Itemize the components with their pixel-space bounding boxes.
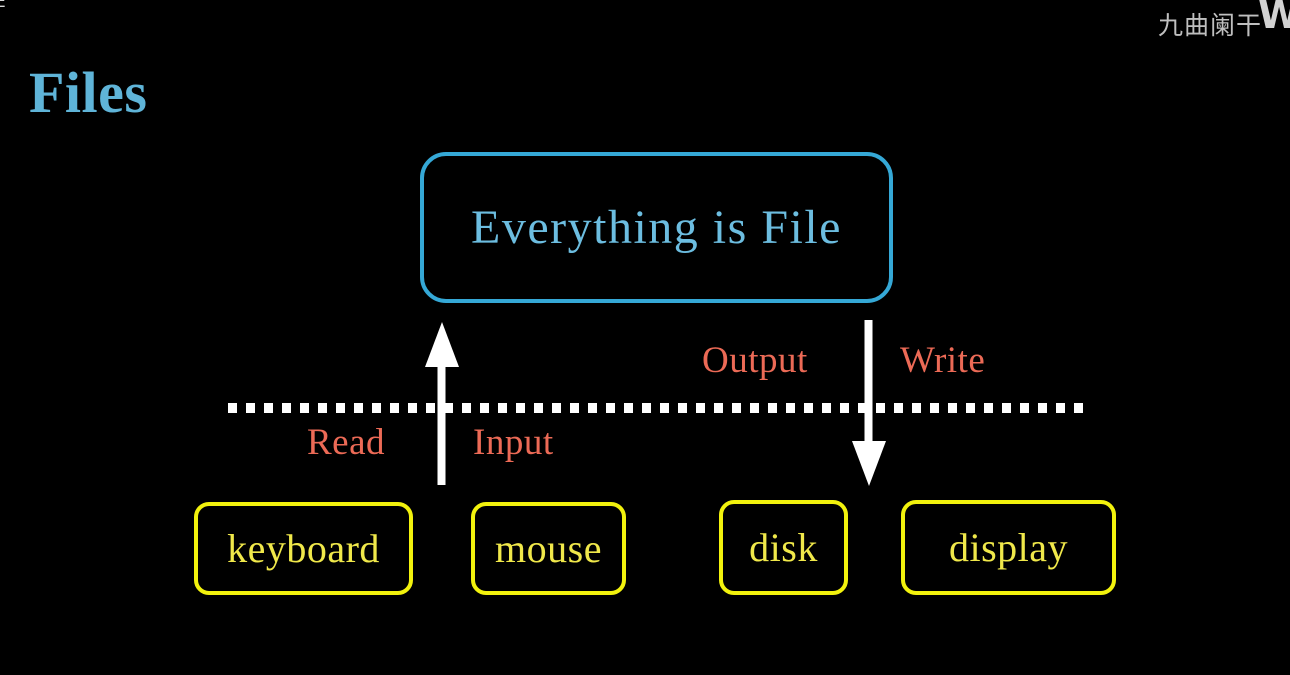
- device-label-keyboard: keyboard: [227, 526, 380, 571]
- boundary-dotted-line: [228, 403, 1085, 413]
- device-label-mouse: mouse: [495, 526, 602, 571]
- corner-glyph-top-right: W: [1258, 0, 1290, 37]
- device-box-keyboard: keyboard: [194, 502, 413, 595]
- device-label-display: display: [948, 525, 1069, 570]
- concept-box-everything-is-file: Everything is File: [420, 152, 893, 303]
- device-box-mouse: mouse: [471, 502, 626, 595]
- device-box-display: display: [901, 500, 1116, 595]
- page-title: Files: [29, 59, 148, 125]
- flow-label-write: Write: [900, 340, 986, 381]
- corner-glyph-top-left: E: [0, 0, 6, 12]
- output-arrow-down-icon: [852, 320, 886, 486]
- input-arrow-up-icon: [425, 322, 459, 485]
- flow-label-output: Output: [702, 340, 808, 381]
- watermark: 九曲阑干: [1157, 11, 1262, 40]
- concept-box-label: Everything is File: [471, 201, 842, 254]
- flow-label-read: Read: [307, 422, 386, 463]
- device-box-disk: disk: [719, 500, 848, 595]
- device-label-disk: disk: [749, 525, 818, 570]
- flow-label-input: Input: [473, 422, 554, 463]
